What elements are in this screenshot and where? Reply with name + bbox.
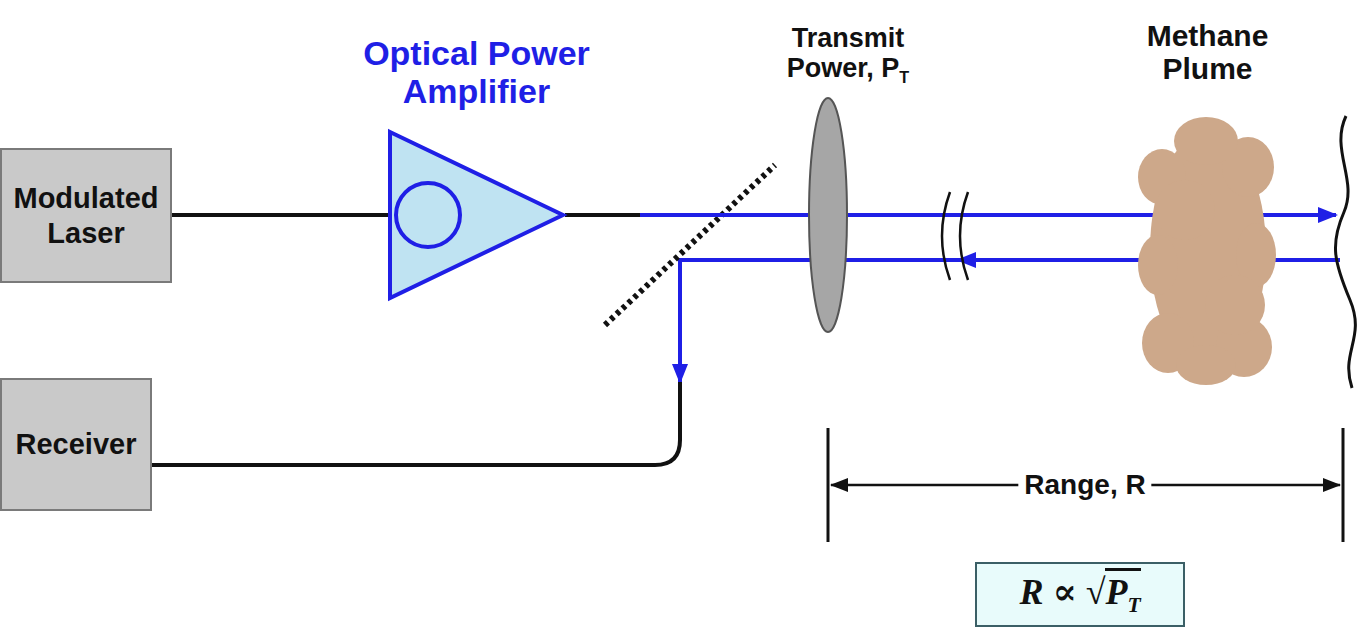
fiber-connector	[565, 215, 808, 216]
methane-plume-outline	[1140, 115, 1275, 385]
break-mark	[960, 192, 968, 280]
connector-segment	[640, 213, 808, 217]
node-heading: Methane Plume	[1128, 19, 1288, 85]
transmit-lens: Transmit Power, PT	[808, 97, 848, 333]
beam-splitter	[605, 165, 775, 325]
dimension-line	[827, 428, 830, 542]
target-surface	[1335, 116, 1355, 388]
laser-box: Modulated Laser	[0, 148, 172, 283]
node-heading: Transmit Power, PT	[773, 24, 923, 87]
fiber-connector	[172, 215, 388, 216]
amplifier-triangle: Optical Power Amplifier	[388, 130, 565, 300]
transmit-lens-outline	[808, 97, 848, 333]
node-label: Modulated Laser	[2, 181, 170, 251]
dimension-line	[1342, 428, 1345, 542]
methane-plume: Methane Plume	[1140, 115, 1275, 385]
amplifier-triangle-outline	[388, 130, 565, 300]
connector-segment	[565, 213, 640, 217]
formula-box: R ∝ √PT	[975, 562, 1185, 627]
node-label: R ∝ √PT	[1019, 570, 1140, 618]
range-label: Range, R	[1018, 469, 1151, 501]
receive-fiber	[152, 382, 680, 465]
connector-segment	[172, 213, 388, 217]
node-label: Receiver	[16, 427, 137, 462]
node-heading: Optical Power Amplifier	[327, 35, 627, 110]
break-mark	[942, 192, 950, 280]
receiver-box: Receiver	[0, 378, 152, 511]
